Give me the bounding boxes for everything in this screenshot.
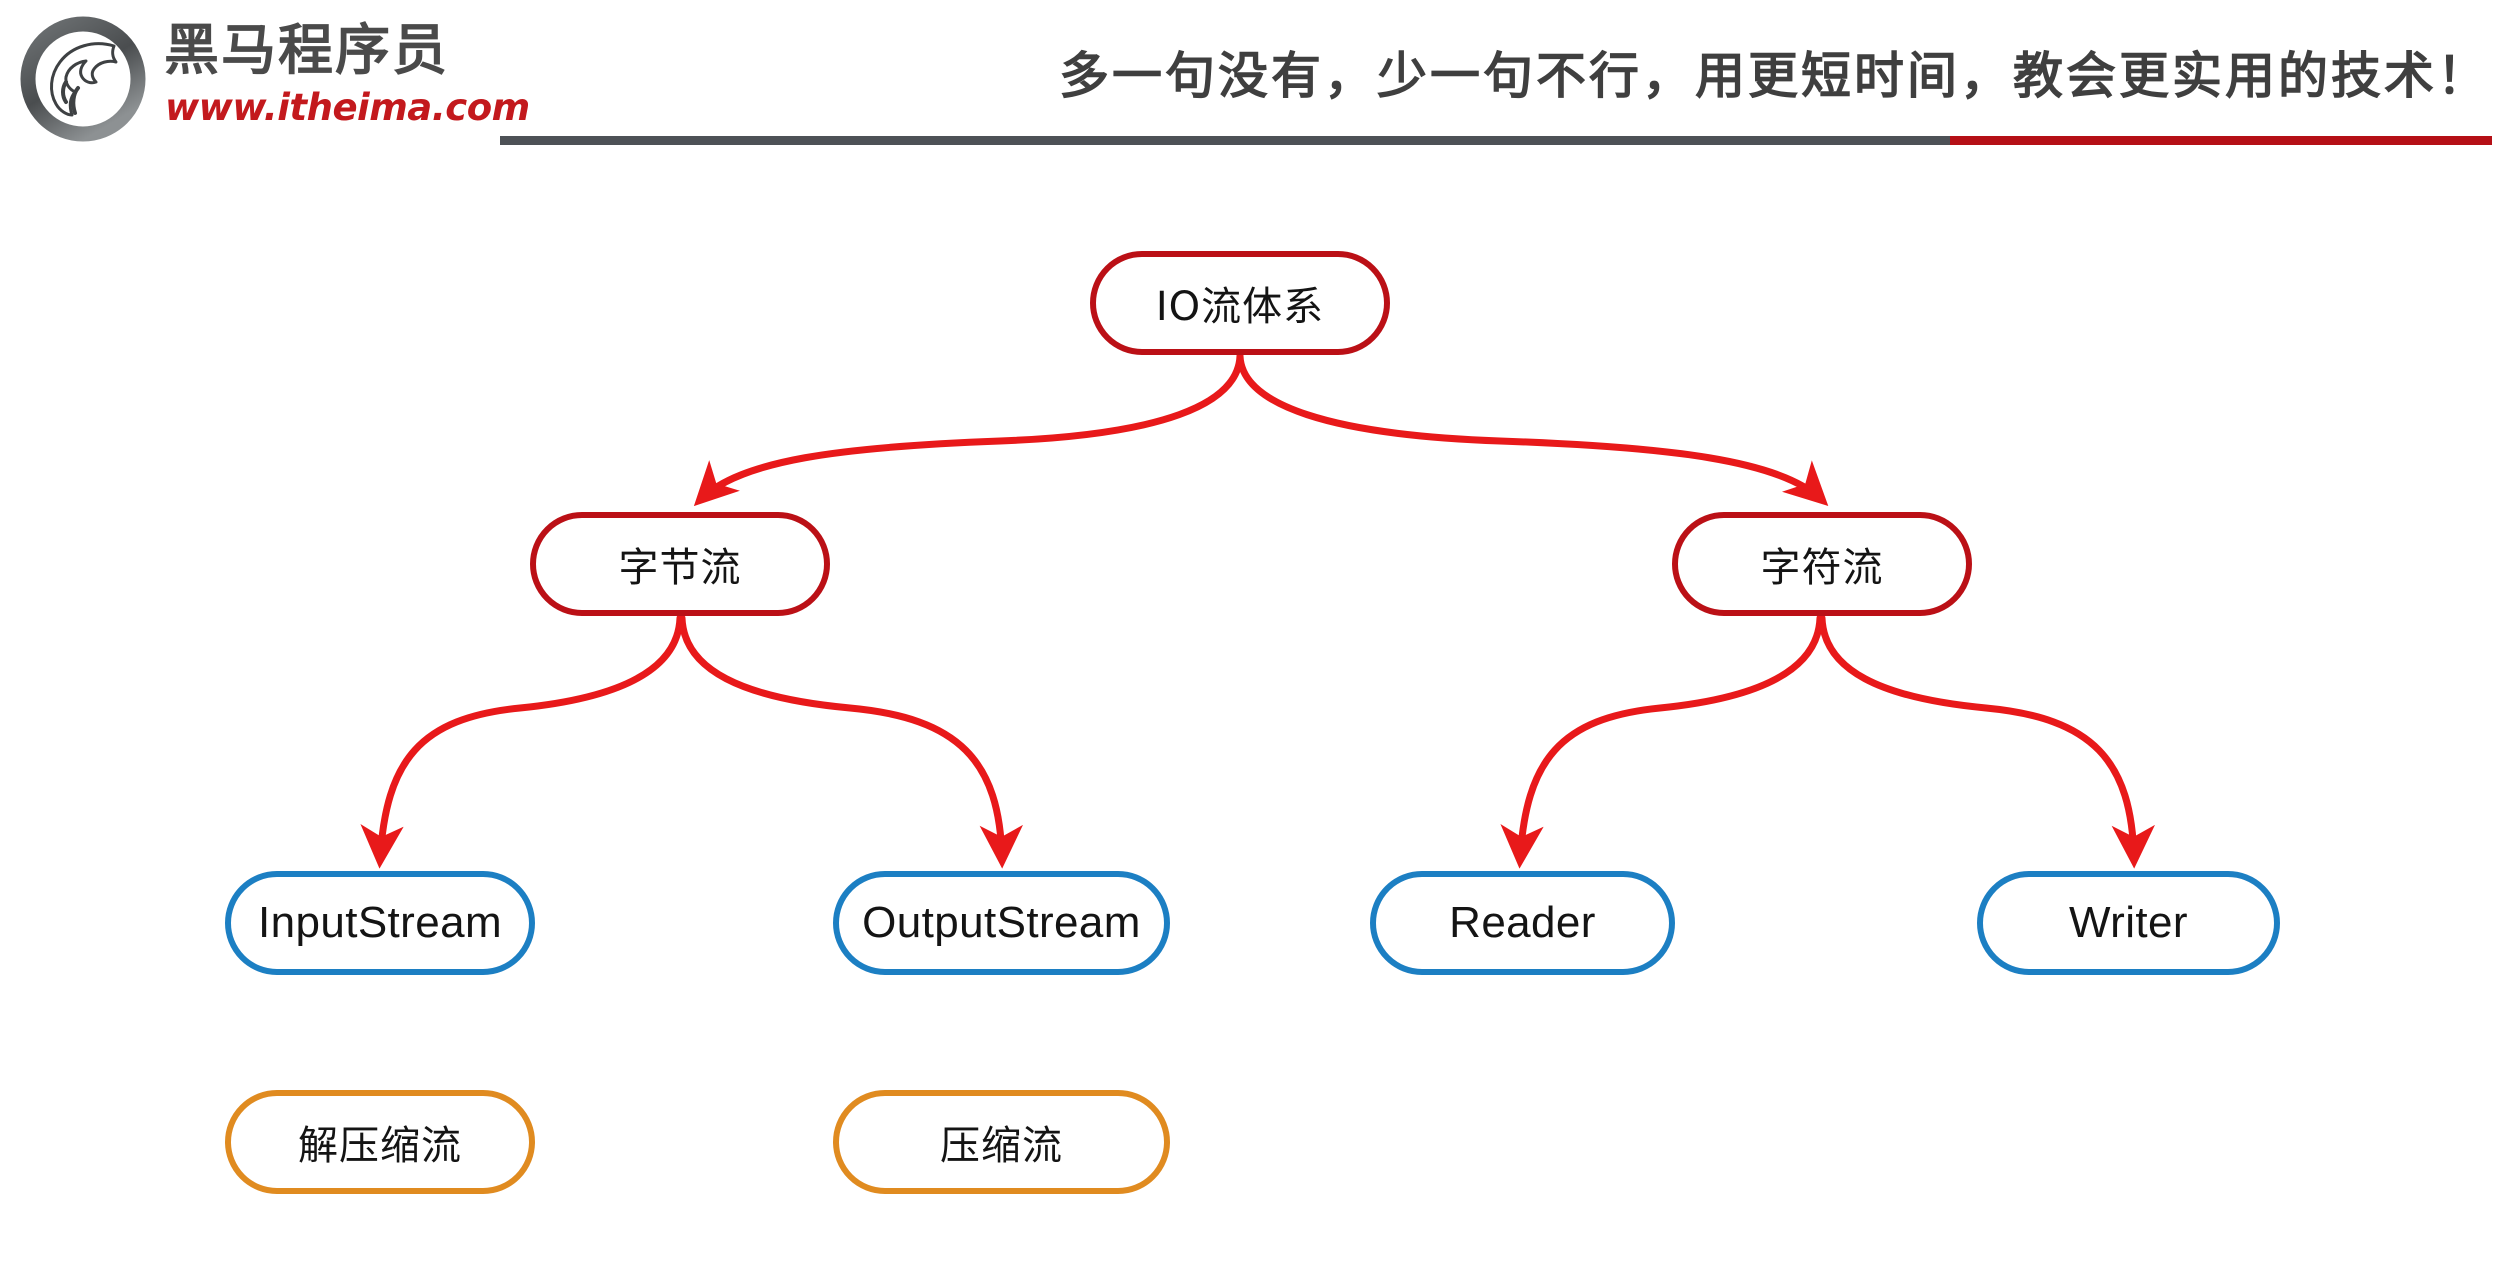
node-label: Reader (1449, 898, 1596, 947)
header-slogan: 多一句没有，少一句不行，用更短时间，教会更实用的技术！ (1059, 48, 2490, 104)
brand-url: www.itheima.com (165, 86, 530, 129)
header-divider (500, 136, 2492, 145)
io-stream-hierarchy-diagram: IO流体系 字节流 字符流 InputStream OutputStream R… (0, 160, 2510, 1266)
node-label: Writer (2069, 898, 2188, 947)
edge-byte-to-outputstream (678, 614, 1023, 869)
node-compress-stream[interactable]: 压缩流 (833, 1090, 1170, 1194)
node-char-stream[interactable]: 字符流 (1672, 512, 1972, 616)
edge-byte-to-inputstream (360, 614, 684, 869)
brand-name: 黑马程序员 (164, 18, 450, 82)
node-label: 字节流 (618, 545, 742, 591)
edge-root-to-byte (693, 352, 1244, 507)
node-reader[interactable]: Reader (1370, 871, 1675, 975)
edge-char-to-writer (1818, 614, 2155, 869)
node-decompress-stream[interactable]: 解压缩流 (225, 1090, 535, 1194)
horse-head-circle-logo-icon (20, 16, 146, 142)
node-label: 压缩流 (940, 1123, 1063, 1169)
header-divider-gray-segment (500, 136, 1950, 145)
node-byte-stream[interactable]: 字节流 (530, 512, 830, 616)
header-divider-red-segment (1950, 136, 2492, 145)
edge-char-to-reader (1500, 614, 1824, 869)
node-io-stream-root[interactable]: IO流体系 (1090, 251, 1390, 355)
brand-block: 黑马程序员 www.itheima.com (14, 6, 530, 146)
node-inputstream[interactable]: InputStream (225, 871, 535, 975)
node-label: IO流体系 (1155, 284, 1325, 330)
brand-text-block: 黑马程序员 www.itheima.com (164, 18, 530, 140)
node-label: 字符流 (1760, 545, 1884, 591)
node-label: OutputStream (862, 898, 1141, 947)
page-header: 黑马程序员 www.itheima.com 多一句没有，少一句不行，用更短时间，… (0, 0, 2510, 160)
node-label: 解压缩流 (298, 1123, 462, 1169)
node-label: InputStream (257, 898, 503, 947)
node-outputstream[interactable]: OutputStream (833, 871, 1170, 975)
node-writer[interactable]: Writer (1977, 871, 2280, 975)
edge-root-to-char (1236, 352, 1829, 506)
